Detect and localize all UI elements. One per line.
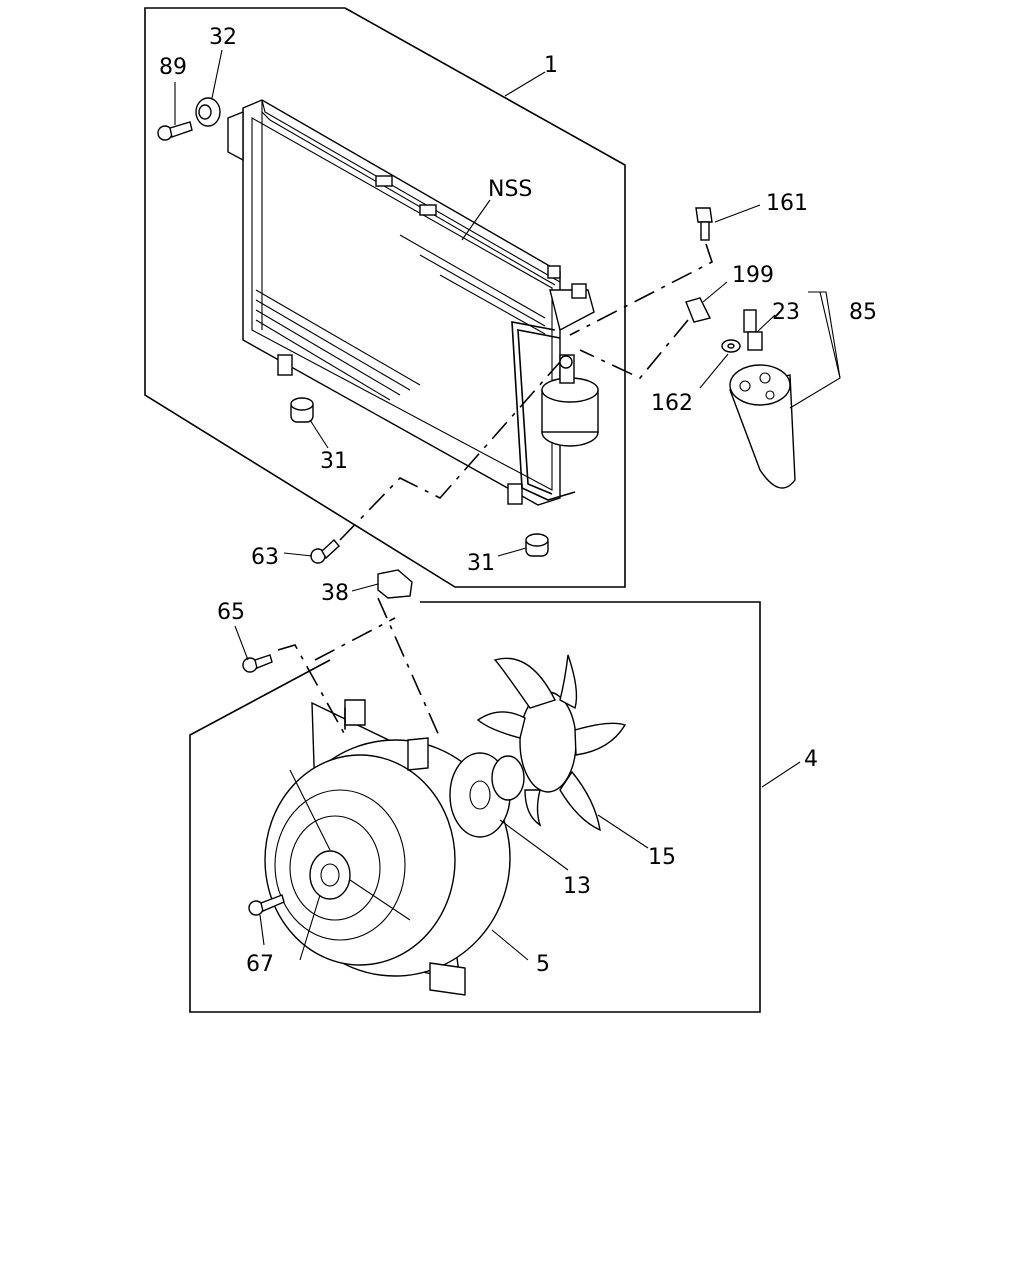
label-4: 4 [804, 747, 818, 772]
label-31-upper: 31 [320, 449, 348, 474]
label-5: 5 [536, 952, 550, 977]
label-65: 65 [217, 600, 245, 625]
label-1: 1 [544, 53, 558, 78]
o-ring-162 [721, 339, 741, 353]
mount-31-lower [525, 533, 549, 557]
label-nss: NSS [488, 177, 532, 202]
bolt-65 [242, 654, 273, 673]
clip-38 [377, 569, 413, 599]
label-15: 15 [648, 845, 676, 870]
mount-31-upper [290, 397, 314, 423]
label-13: 13 [563, 874, 591, 899]
leader-lines [174, 49, 841, 961]
label-31-lower: 31 [467, 551, 495, 576]
label-85: 85 [849, 300, 877, 325]
bolt-89 [157, 121, 193, 141]
bracket-199 [685, 297, 712, 323]
condenser-pipe [511, 321, 576, 501]
fan-blade-15 [476, 654, 627, 832]
condenser-core [227, 99, 595, 506]
fan-group-outline [189, 601, 761, 1013]
label-67: 67 [246, 952, 274, 977]
condenser-group-outline [144, 7, 626, 588]
pressure-switch-23 [743, 309, 763, 351]
fan-motor-13 [449, 752, 525, 838]
receiver-drier-85 [729, 364, 796, 489]
label-63: 63 [251, 545, 279, 570]
bolt-161 [695, 207, 713, 241]
bolt-67 [248, 894, 285, 916]
bolt-63 [310, 538, 340, 564]
bushing-32 [195, 97, 221, 127]
drier-bracket [541, 354, 599, 447]
label-32: 32 [209, 25, 237, 50]
label-23: 23 [772, 300, 800, 325]
label-89: 89 [159, 55, 187, 80]
label-161: 161 [766, 191, 808, 216]
label-162: 162 [651, 391, 693, 416]
fan-shroud-5 [264, 699, 511, 996]
label-38: 38 [321, 581, 349, 606]
label-199: 199 [732, 263, 774, 288]
